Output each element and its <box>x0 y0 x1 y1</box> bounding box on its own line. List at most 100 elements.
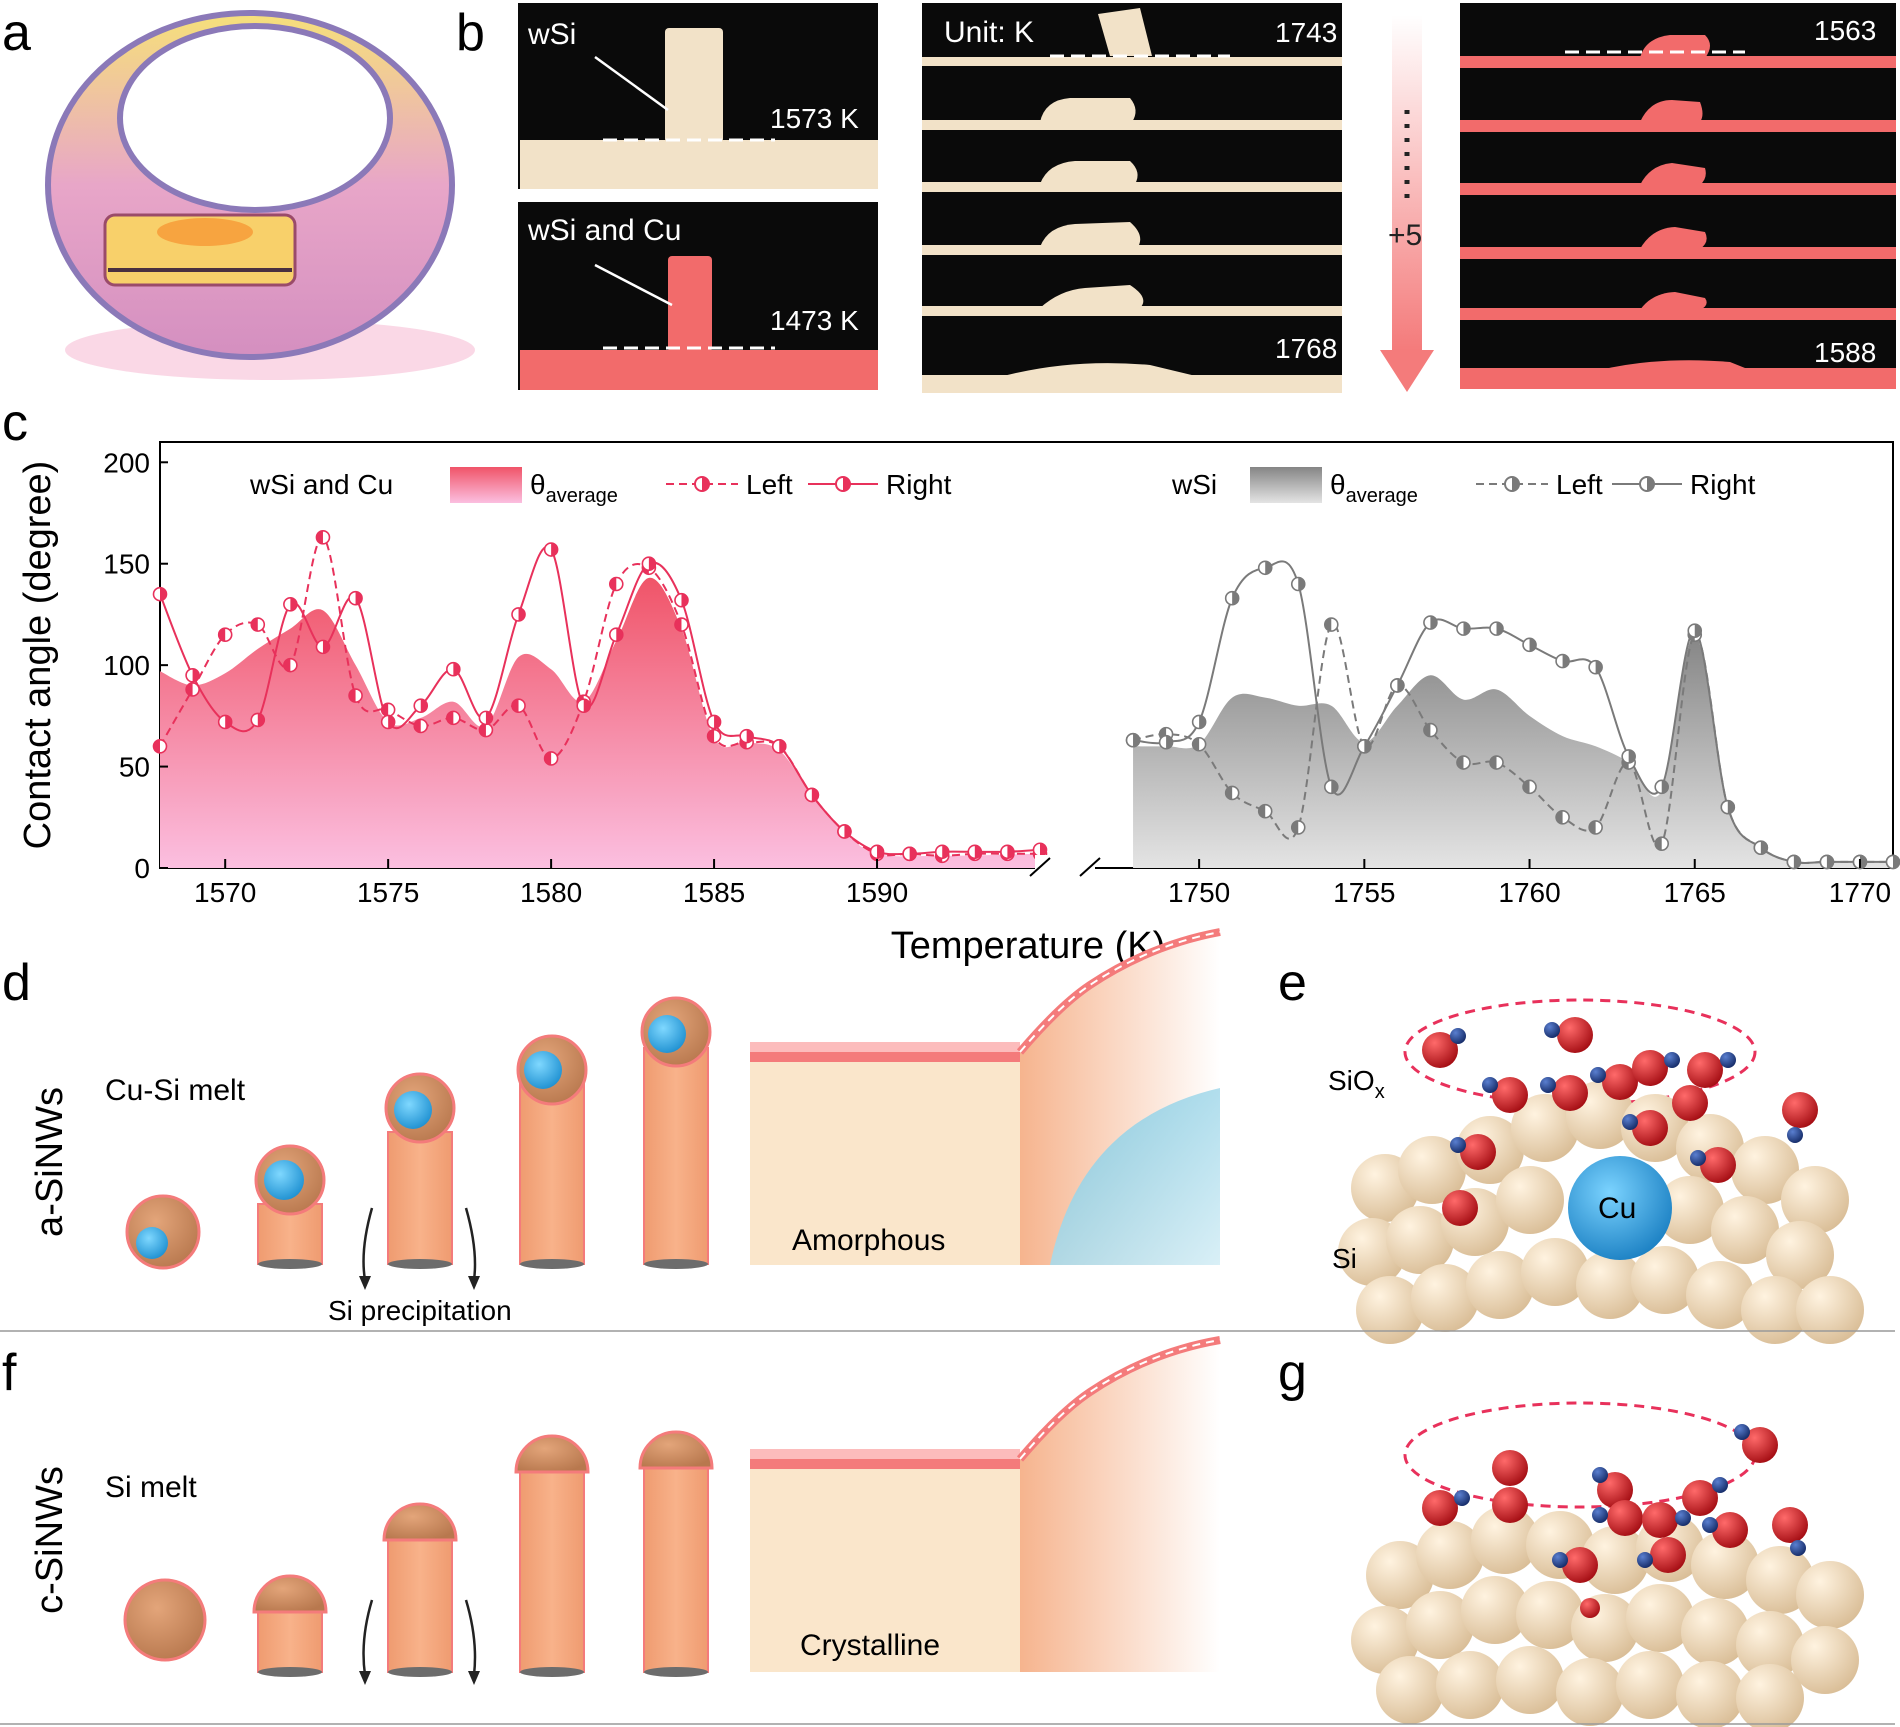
cu-atom-e <box>1568 1156 1672 1260</box>
marker-wsi-and-cu-right-16 <box>674 592 689 608</box>
marker-wsi-and-cu-right-2 <box>217 714 233 730</box>
sequence-wsi-cu: 1563 1588 <box>1460 3 1896 389</box>
marker-wsi-left-9 <box>1423 722 1438 738</box>
marker-wsi-left-14 <box>1588 820 1603 835</box>
marker-wsi-right-17 <box>1687 623 1703 638</box>
marker-wsi-right-14 <box>1588 659 1603 675</box>
marker-wsi-right-18 <box>1720 799 1736 815</box>
legend-cu-right: Right <box>886 469 952 500</box>
frame-wsi-cu-label: wSi and Cu <box>527 214 681 247</box>
marker-wsi-right-19 <box>1753 840 1769 856</box>
area-wsi-average <box>1133 634 1893 868</box>
marker-wsi-left-13 <box>1555 809 1570 825</box>
legend-cu-left: Left <box>746 469 793 500</box>
marker-wsi-and-cu-right-14 <box>608 627 624 643</box>
panel-label-e: e <box>1278 954 1307 1012</box>
sequence-cu-end: 1588 <box>1814 337 1876 368</box>
legend-cu-avg-sub: average <box>546 485 618 507</box>
legend-wsi-avg-sub: average <box>1346 485 1418 507</box>
marker-wsi-and-cu-right-20 <box>804 787 820 803</box>
y-tick-label-200: 200 <box>103 447 150 478</box>
crystalline-interface: Crystalline <box>750 1336 1221 1672</box>
marker-wsi-left-16 <box>1654 836 1670 851</box>
marker-wsi-right-8 <box>1390 678 1405 693</box>
marker-wsi-and-cu-right-6 <box>348 590 363 606</box>
legend-wsi-avg-theta: θ <box>1330 469 1346 500</box>
sequence-wsi-end: 1768 <box>1275 333 1337 364</box>
legend-wsi-avg: θaverage <box>1330 469 1418 507</box>
legend-cu-avg: θaverage <box>530 469 618 507</box>
marker-wsi-right-0 <box>1125 732 1141 748</box>
marker-wsi-and-cu-right-7 <box>380 714 396 730</box>
frame-wsi-cu: wSi and Cu 1473 K <box>518 202 878 390</box>
marker-wsi-and-cu-left-10 <box>478 722 494 738</box>
marker-wsi-and-cu-right-0 <box>152 586 168 602</box>
panel-label-g: g <box>1278 1344 1307 1402</box>
marker-wsi-and-cu-left-5 <box>315 530 331 545</box>
y-tick-label-0: 0 <box>134 853 150 884</box>
unit-label: Unit: K <box>944 16 1034 49</box>
marker-wsi-and-cu-right-11 <box>511 607 526 622</box>
marker-wsi-and-cu-right-5 <box>315 639 331 655</box>
marker-wsi-right-1 <box>1158 734 1174 750</box>
marker-wsi-and-cu-right-13 <box>576 698 592 714</box>
marker-wsi-and-cu-left-16 <box>674 617 689 632</box>
marker-wsi-and-cu-right-10 <box>478 710 494 726</box>
marker-wsi-and-cu-right-9 <box>446 661 461 677</box>
marker-wsi-right-5 <box>1290 576 1306 592</box>
cu-atom-label: Cu <box>1598 1192 1636 1225</box>
oxygen-atoms-e <box>1422 1017 1818 1226</box>
legend-cu: wSi and Cu θaverage Left Right <box>249 467 952 507</box>
legend-cu-avg-theta: θ <box>530 469 546 500</box>
frame-wsi-label: wSi <box>527 18 576 51</box>
marker-wsi-right-7 <box>1357 738 1372 754</box>
amorphous-label: Amorphous <box>792 1224 945 1257</box>
marker-wsi-right-23 <box>1885 854 1900 870</box>
marker-wsi-and-cu-left-6 <box>348 688 363 703</box>
atomic-model-g <box>1351 1401 1864 1727</box>
marker-wsi-right-9 <box>1423 615 1438 630</box>
amorphous-interface: Amorphous <box>750 928 1221 1265</box>
marker-wsi-right-11 <box>1489 621 1504 636</box>
a-sinws-label: a-SiNWs <box>29 1087 71 1237</box>
marker-wsi-and-cu-right-24 <box>934 844 950 860</box>
marker-wsi-and-cu-right-21 <box>837 824 852 839</box>
marker-wsi-right-10 <box>1456 621 1471 636</box>
x-tick-label-1590: 1590 <box>846 877 908 908</box>
marker-wsi-and-cu-right-1 <box>185 667 200 683</box>
marker-wsi-and-cu-right-18 <box>739 728 754 744</box>
marker-wsi-right-4 <box>1257 560 1273 576</box>
crucible-illustration <box>45 10 475 380</box>
marker-wsi-and-cu-right-15 <box>641 556 657 572</box>
marker-wsi-left-3 <box>1224 785 1240 801</box>
area-layer <box>160 577 1893 868</box>
marker-wsi-left-5 <box>1290 820 1306 835</box>
si-melt-label: Si melt <box>105 1471 197 1504</box>
panel-label-b: b <box>456 4 485 62</box>
marker-wsi-right-6 <box>1323 779 1339 795</box>
si-atoms-g <box>1351 1506 1864 1727</box>
marker-wsi-and-cu-right-8 <box>413 698 429 714</box>
cu-si-melt-label: Cu-Si melt <box>105 1074 246 1107</box>
marker-wsi-left-2 <box>1191 736 1207 752</box>
c-sinws-label: c-SiNWs <box>29 1466 71 1614</box>
siox-label: SiOx <box>1328 1065 1385 1103</box>
marker-wsi-and-cu-right-27 <box>1032 842 1048 858</box>
marker-wsi-right-15 <box>1621 749 1636 764</box>
axis-break <box>1029 855 1101 879</box>
marker-wsi-right-3 <box>1224 590 1240 606</box>
marker-wsi-left-11 <box>1489 755 1504 770</box>
siox-main: SiO <box>1328 1065 1375 1096</box>
legend-cu-area-swatch <box>450 467 522 503</box>
y-tick-label-100: 100 <box>103 650 150 681</box>
marker-wsi-right-12 <box>1522 637 1537 653</box>
y-tick-label-150: 150 <box>103 549 150 580</box>
temperature-step-arrow: +5 <box>1380 15 1434 392</box>
si-atoms-e <box>1338 1081 1864 1344</box>
marker-wsi-right-21 <box>1819 854 1835 870</box>
marker-wsi-and-cu-left-14 <box>608 576 624 592</box>
x-tick-label-1760: 1760 <box>1498 877 1560 908</box>
